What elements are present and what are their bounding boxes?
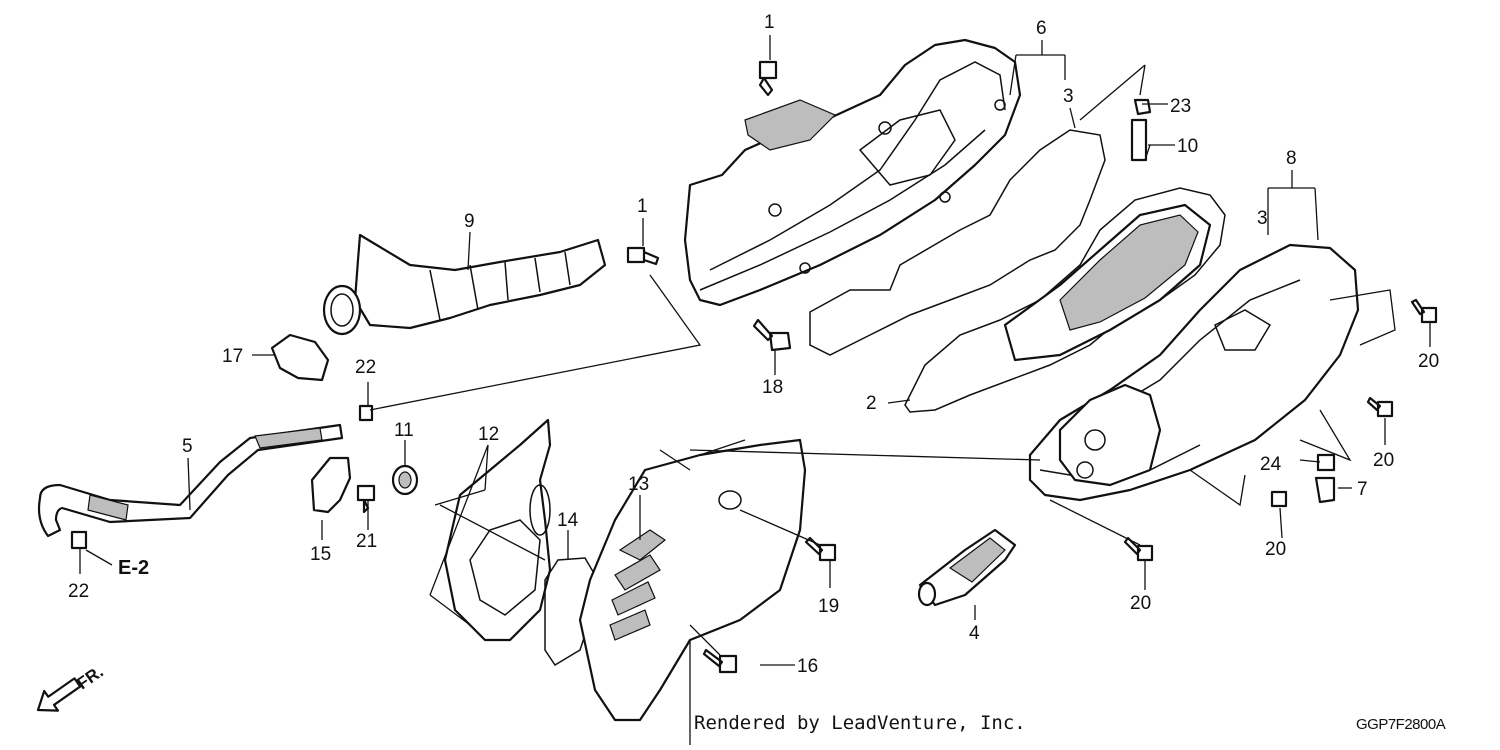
callout-22-top: 22 [355,357,376,378]
drain-part [917,528,1017,607]
connecting-tube-part [322,233,607,336]
callout-7: 7 [1357,479,1368,500]
callout-19: 19 [818,596,839,617]
callout-6: 6 [1036,18,1047,39]
upper-case-part [683,38,1022,307]
callout-1-mid: 1 [637,196,648,217]
inner-cover-part [443,418,552,642]
callout-20-b: 20 [1373,450,1394,471]
reference-e2: E-2 [118,557,149,579]
callout-1-top: 1 [764,12,775,33]
callout-17: 17 [222,346,243,367]
fasteners [70,60,1438,674]
callout-9: 9 [464,211,475,232]
callout-22-bottom: 22 [68,581,89,602]
callout-20-d: 20 [1130,593,1151,614]
callout-20-a: 20 [1418,351,1439,372]
callout-13: 13 [628,474,649,495]
callout-labels: 1 1 2 3 3 4 5 6 7 8 9 10 11 12 13 14 15 … [68,12,1439,677]
air-filter-element-part [1003,203,1212,362]
callout-2: 2 [866,393,877,414]
diagram-code: GGP7F2800A [1356,716,1446,733]
leader-lines [79,35,1431,745]
callout-3-lower: 3 [1257,208,1268,229]
callout-24: 24 [1260,454,1282,475]
callout-14: 14 [557,510,579,531]
callout-12: 12 [478,424,499,445]
callout-16: 16 [797,656,818,677]
front-arrow-icon [36,677,82,712]
callout-5: 5 [182,436,193,457]
callout-18: 18 [762,377,783,398]
outer-cover-part [578,438,807,722]
callout-23: 23 [1170,96,1191,117]
element-seal-part [904,187,1226,413]
callout-20-c: 20 [1265,539,1286,560]
callout-10: 10 [1177,136,1198,157]
clamp-part [270,333,330,382]
lower-case-part [1028,243,1360,502]
callout-21: 21 [356,531,377,552]
seal-ring-part [310,456,352,514]
callout-4: 4 [969,623,980,644]
grommet-part [391,464,419,496]
front-direction-indicator: FR. [36,662,107,712]
upper-gasket-part [809,129,1106,356]
breather-tube-part [37,423,344,538]
callout-3-upper: 3 [1063,86,1074,107]
callout-8: 8 [1286,148,1297,169]
credit-text: Rendered by LeadVenture, Inc. [694,712,1026,734]
callout-11: 11 [394,420,414,441]
callout-15: 15 [310,544,331,565]
